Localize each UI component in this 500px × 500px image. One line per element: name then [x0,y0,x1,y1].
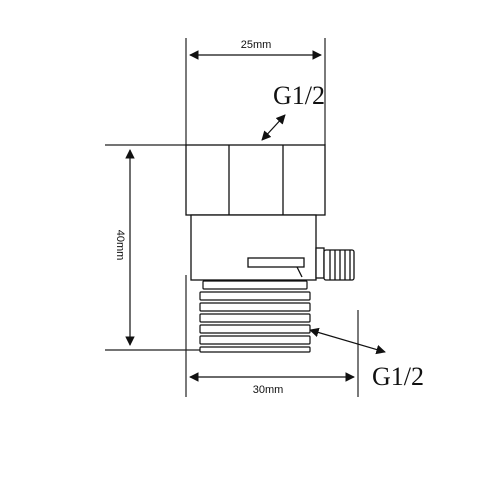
side-nozzle [323,249,355,281]
dimension-arrows [125,50,386,382]
leader-bottom-thread [309,327,386,355]
bottom-thread [199,280,311,353]
nozzle-base [315,247,325,279]
hex-nut [185,144,326,216]
height-label: 40mm [114,230,126,261]
top-width-label: 25mm [241,39,272,51]
valve-body [190,214,317,281]
body-slot [247,257,305,268]
top-thread-label: G1/2 [273,81,325,110]
bottom-thread-label: G1/2 [372,362,424,391]
leader-top-thread [261,114,286,141]
fitting-body [185,144,355,281]
bottom-width-label: 30mm [253,384,284,396]
